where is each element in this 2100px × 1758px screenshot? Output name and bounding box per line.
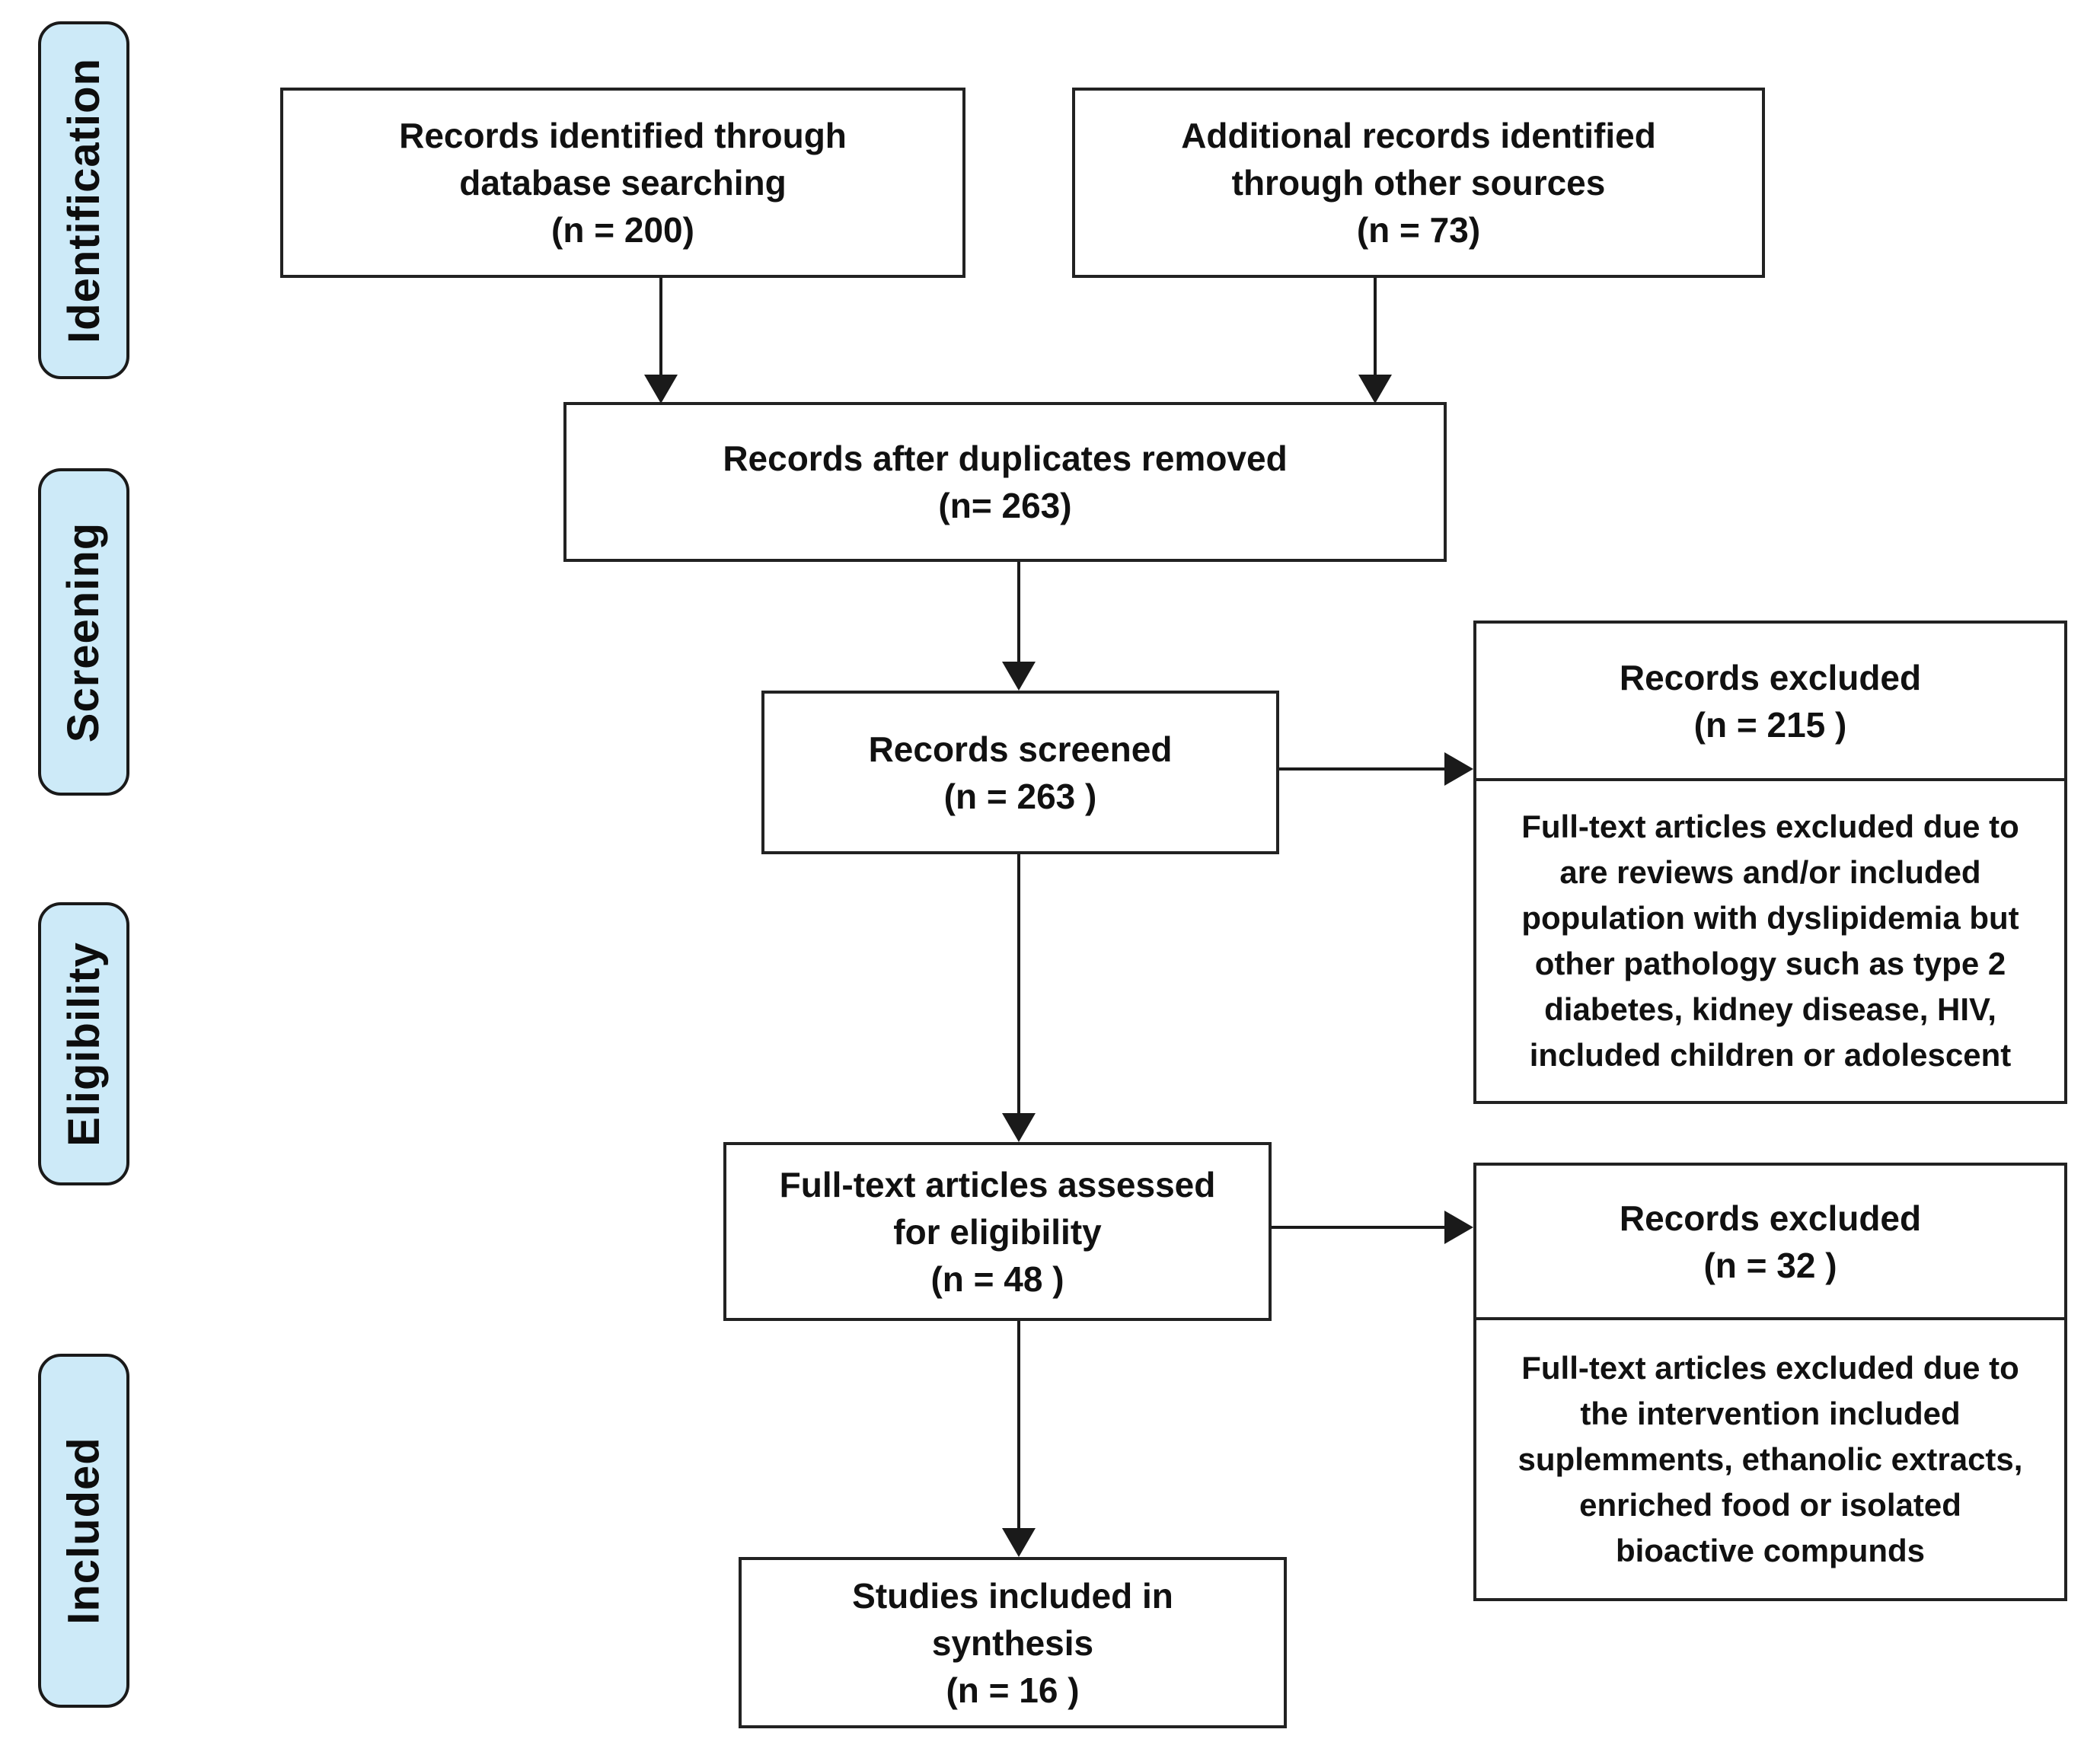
box-duplicates-removed-line1: Records after duplicates removed: [723, 439, 1288, 478]
stage-screening-label: Screening: [59, 522, 109, 742]
connector-screened-to-assessed: [1017, 854, 1020, 1115]
connector-identified-to-duplicates: [659, 278, 662, 377]
box-studies-included-line1: Studies included in: [852, 1575, 1173, 1616]
excluded-screening-reason-line1: Full-text articles excluded due to: [1521, 809, 2019, 844]
arrowhead-assessed-to-excluded: [1444, 1211, 1473, 1244]
stage-identification: Identification: [38, 21, 129, 379]
arrowhead-screened-to-assessed: [1002, 1113, 1036, 1142]
box-additional-records: Additional records identified through ot…: [1072, 88, 1765, 278]
box-records-excluded-eligibility-count: (n = 32 ): [1703, 1245, 1837, 1285]
box-records-screened-line1: Records screened: [868, 729, 1173, 769]
stage-screening: Screening: [38, 468, 129, 796]
excluded-screening-reason-line6: included children or adolescent: [1529, 1037, 2012, 1073]
box-records-screened: Records screened (n = 263 ): [761, 691, 1279, 854]
box-fulltext-assessed: Full-text articles assessed for eligibil…: [723, 1142, 1272, 1321]
box-records-identified-count: (n = 200): [551, 210, 694, 250]
arrowhead-identified-to-duplicates: [644, 375, 678, 404]
box-records-excluded-screening-header: Records excluded (n = 215 ): [1476, 624, 2064, 781]
box-studies-included-line2: synthesis: [931, 1622, 1094, 1663]
stage-included: Included: [38, 1354, 129, 1708]
box-studies-included: Studies included in synthesis (n = 16 ): [739, 1557, 1287, 1728]
connector-assessed-to-included: [1017, 1321, 1020, 1530]
box-records-excluded-screening-reason: Full-text articles excluded due to are r…: [1476, 781, 2064, 1101]
excluded-eligibility-reason-line1: Full-text articles excluded due to: [1521, 1349, 2019, 1386]
box-studies-included-count: (n = 16 ): [946, 1670, 1080, 1710]
connector-duplicates-to-screened: [1017, 562, 1020, 664]
arrowhead-assessed-to-included: [1002, 1528, 1036, 1557]
box-additional-records-line2: through other sources: [1231, 163, 1606, 203]
excluded-screening-reason-line5: diabetes, kidney disease, HIV,: [1544, 991, 1996, 1027]
box-records-excluded-screening: Records excluded (n = 215 ) Full-text ar…: [1473, 621, 2067, 1104]
box-records-excluded-eligibility-reason: Full-text articles excluded due to the i…: [1476, 1320, 2064, 1598]
stage-eligibility-label: Eligibility: [59, 941, 109, 1147]
arrowhead-duplicates-to-screened: [1002, 662, 1036, 691]
stage-eligibility: Eligibility: [38, 902, 129, 1185]
arrowhead-screened-to-excluded: [1444, 752, 1473, 786]
box-fulltext-assessed-line2: for eligibility: [893, 1211, 1102, 1252]
excluded-screening-reason-line4: other pathology such as type 2: [1534, 946, 2006, 981]
box-records-excluded-eligibility-header: Records excluded (n = 32 ): [1476, 1166, 2064, 1320]
box-records-excluded-eligibility: Records excluded (n = 32 ) Full-text art…: [1473, 1163, 2067, 1601]
box-fulltext-assessed-count: (n = 48 ): [930, 1259, 1064, 1299]
connector-screened-to-excluded: [1279, 767, 1447, 771]
connector-assessed-to-excluded: [1272, 1226, 1447, 1229]
excluded-eligibility-reason-line4: enriched food or isolated: [1579, 1486, 1961, 1523]
box-additional-records-line1: Additional records identified: [1181, 116, 1656, 155]
box-records-excluded-eligibility-title: Records excluded: [1619, 1198, 1922, 1238]
box-records-identified-line2: database searching: [459, 163, 787, 203]
arrowhead-additional-to-duplicates: [1358, 375, 1392, 404]
stage-identification-label: Identification: [59, 57, 109, 343]
excluded-eligibility-reason-line2: the intervention included: [1580, 1395, 1961, 1431]
connector-additional-to-duplicates: [1374, 278, 1377, 377]
excluded-eligibility-reason-line3: suplemments, ethanolic extracts,: [1518, 1441, 2023, 1477]
box-duplicates-removed-count: (n= 263): [938, 486, 1072, 525]
excluded-screening-reason-line2: are reviews and/or included: [1559, 854, 1981, 890]
box-records-identified-line1: Records identified through: [399, 116, 847, 155]
excluded-eligibility-reason-line5: bioactive compunds: [1615, 1532, 1926, 1568]
box-additional-records-count: (n = 73): [1356, 210, 1481, 250]
excluded-screening-reason-line3: population with dyslipidemia but: [1521, 900, 2019, 936]
box-records-screened-count: (n = 263 ): [943, 776, 1097, 816]
box-records-identified: Records identified through database sear…: [280, 88, 965, 278]
box-records-excluded-screening-title: Records excluded: [1619, 657, 1922, 697]
box-fulltext-assessed-line1: Full-text articles assessed: [779, 1164, 1216, 1204]
box-duplicates-removed: Records after duplicates removed (n= 263…: [563, 402, 1447, 562]
box-records-excluded-screening-count: (n = 215 ): [1693, 704, 1847, 745]
stage-included-label: Included: [59, 1437, 109, 1625]
